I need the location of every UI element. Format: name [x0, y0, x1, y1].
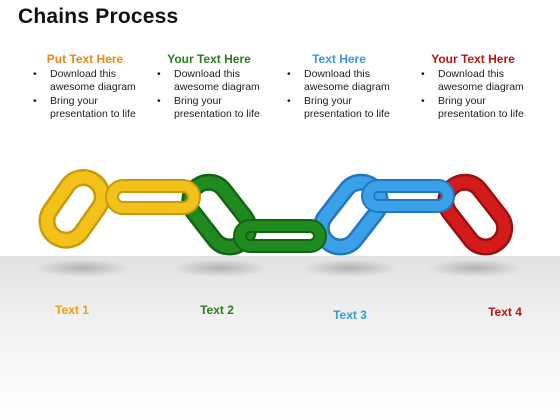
- link-shadow: [302, 259, 398, 277]
- chain-link-yellow: [38, 169, 111, 249]
- label-text-1: Text 1: [55, 303, 89, 317]
- column-heading: Text Here: [312, 52, 366, 66]
- chain-link-yellow-horizontal: [105, 179, 201, 215]
- bullet-item: Download this awesome diagram: [421, 68, 532, 94]
- column-heading: Your Text Here: [167, 52, 251, 66]
- column-4: Your Text Here Download this awesome dia…: [414, 52, 532, 122]
- link-shadow: [427, 259, 523, 277]
- column-heading: Put Text Here: [46, 52, 124, 66]
- link-shadow: [34, 259, 130, 277]
- bullet-item: Bring your presentation to life: [157, 95, 268, 121]
- column-heading: Your Text Here: [431, 52, 515, 66]
- bullet-item: Download this awesome diagram: [157, 68, 268, 94]
- column-3: Text Here Download this awesome diagram …: [280, 52, 398, 122]
- label-text-2: Text 2: [200, 303, 234, 317]
- bullet-item: Download this awesome diagram: [287, 68, 398, 94]
- link-shadow: [172, 259, 268, 277]
- bullet-item: Bring your presentation to life: [33, 95, 144, 121]
- label-text-4: Text 4: [488, 305, 522, 319]
- column-1: Put Text Here Download this awesome diag…: [26, 52, 144, 122]
- chain-link-blue-horizontal: [361, 179, 455, 213]
- floor-reflection: [0, 256, 560, 420]
- bullet-item: Download this awesome diagram: [33, 68, 144, 94]
- page-title: Chains Process: [18, 5, 179, 28]
- column-2: Your Text Here Download this awesome dia…: [150, 52, 268, 122]
- chain-link-green-horizontal: [233, 219, 327, 253]
- bullet-item: Bring your presentation to life: [421, 95, 532, 121]
- bullet-item: Bring your presentation to life: [287, 95, 398, 121]
- label-text-3: Text 3: [333, 308, 367, 322]
- chain-link-red: [437, 173, 514, 256]
